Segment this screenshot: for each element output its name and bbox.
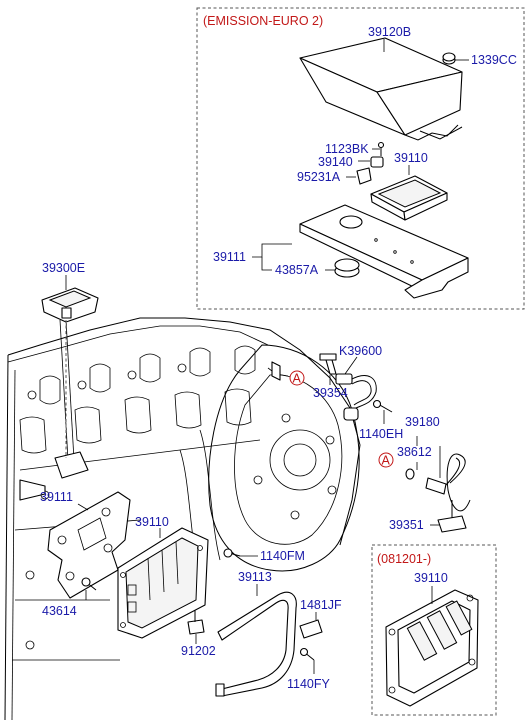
label-1140FM: 1140FM xyxy=(260,549,305,563)
label-1140EH: 1140EH xyxy=(359,427,403,441)
screw-1123BK xyxy=(377,141,385,156)
bracket-39113 xyxy=(215,591,297,697)
label-39113: 39113 xyxy=(238,570,272,584)
label-1140FY: 1140FY xyxy=(287,677,331,691)
variant-081201-box xyxy=(371,544,497,716)
label-39110-variant: 39110 xyxy=(414,571,448,585)
clip-39140 xyxy=(370,156,384,168)
label-39354: 39354 xyxy=(313,386,348,400)
ref-marker-A-right: A xyxy=(378,452,394,468)
grommet-43857A xyxy=(334,258,360,278)
label-39351: 39351 xyxy=(389,518,424,532)
bracket-39351 xyxy=(437,500,467,533)
label-38612: 38612 xyxy=(397,445,432,459)
ref-marker-A-upper: A xyxy=(267,361,305,386)
emission-euro2-box xyxy=(196,7,525,310)
label-95231A: 95231A xyxy=(297,170,341,184)
ecu-39110-main xyxy=(117,527,209,639)
label-K39600: K39600 xyxy=(339,344,382,358)
clip-95231A xyxy=(356,167,372,185)
label-91202: 91202 xyxy=(181,644,216,658)
ecu-39110-top xyxy=(370,175,448,221)
label-1123BK: 1123BK xyxy=(325,142,369,156)
label-39111-top: 39111 xyxy=(213,250,246,264)
label-43857A: 43857A xyxy=(275,263,319,277)
ecu-39110-variant xyxy=(385,589,479,707)
label-39110-top: 39110 xyxy=(394,151,428,165)
bolt-1140EH xyxy=(372,399,393,413)
label-1481JF: 1481JF xyxy=(300,598,342,612)
label-39120B: 39120B xyxy=(368,25,411,39)
label-39180: 39180 xyxy=(405,415,440,429)
cover-39120B xyxy=(299,37,463,141)
variant-081201-title: (081201-) xyxy=(377,552,431,566)
ref-marker-A-upper-letter: A xyxy=(293,372,302,386)
nut-1339CC xyxy=(442,52,456,65)
variant-081201-group: (081201-) 39110 xyxy=(371,544,497,716)
label-39300E: 39300E xyxy=(42,261,85,275)
clip-1481JF xyxy=(299,619,323,639)
label-43614: 43614 xyxy=(42,604,77,618)
label-39110-main: 39110 xyxy=(135,515,169,529)
bolt-1140FY xyxy=(299,647,315,661)
engine-block xyxy=(4,317,361,721)
label-1339CC: 1339CC xyxy=(471,53,517,67)
label-39140: 39140 xyxy=(318,155,353,169)
bracket-39111-top xyxy=(299,204,469,299)
bolt-1140FM xyxy=(223,548,241,558)
emission-euro2-title: (EMISSION-EURO 2) xyxy=(203,14,323,28)
sensor-39180 xyxy=(405,453,471,512)
harness-K39600 xyxy=(319,353,377,421)
bolt-43614 xyxy=(81,577,97,591)
clip-91202 xyxy=(187,610,205,635)
sensor-39300E xyxy=(41,287,99,458)
label-39111-main: 39111 xyxy=(40,490,73,504)
emission-euro2-group: (EMISSION-EURO 2) xyxy=(196,7,525,310)
ref-marker-A-right-letter: A xyxy=(382,454,391,468)
